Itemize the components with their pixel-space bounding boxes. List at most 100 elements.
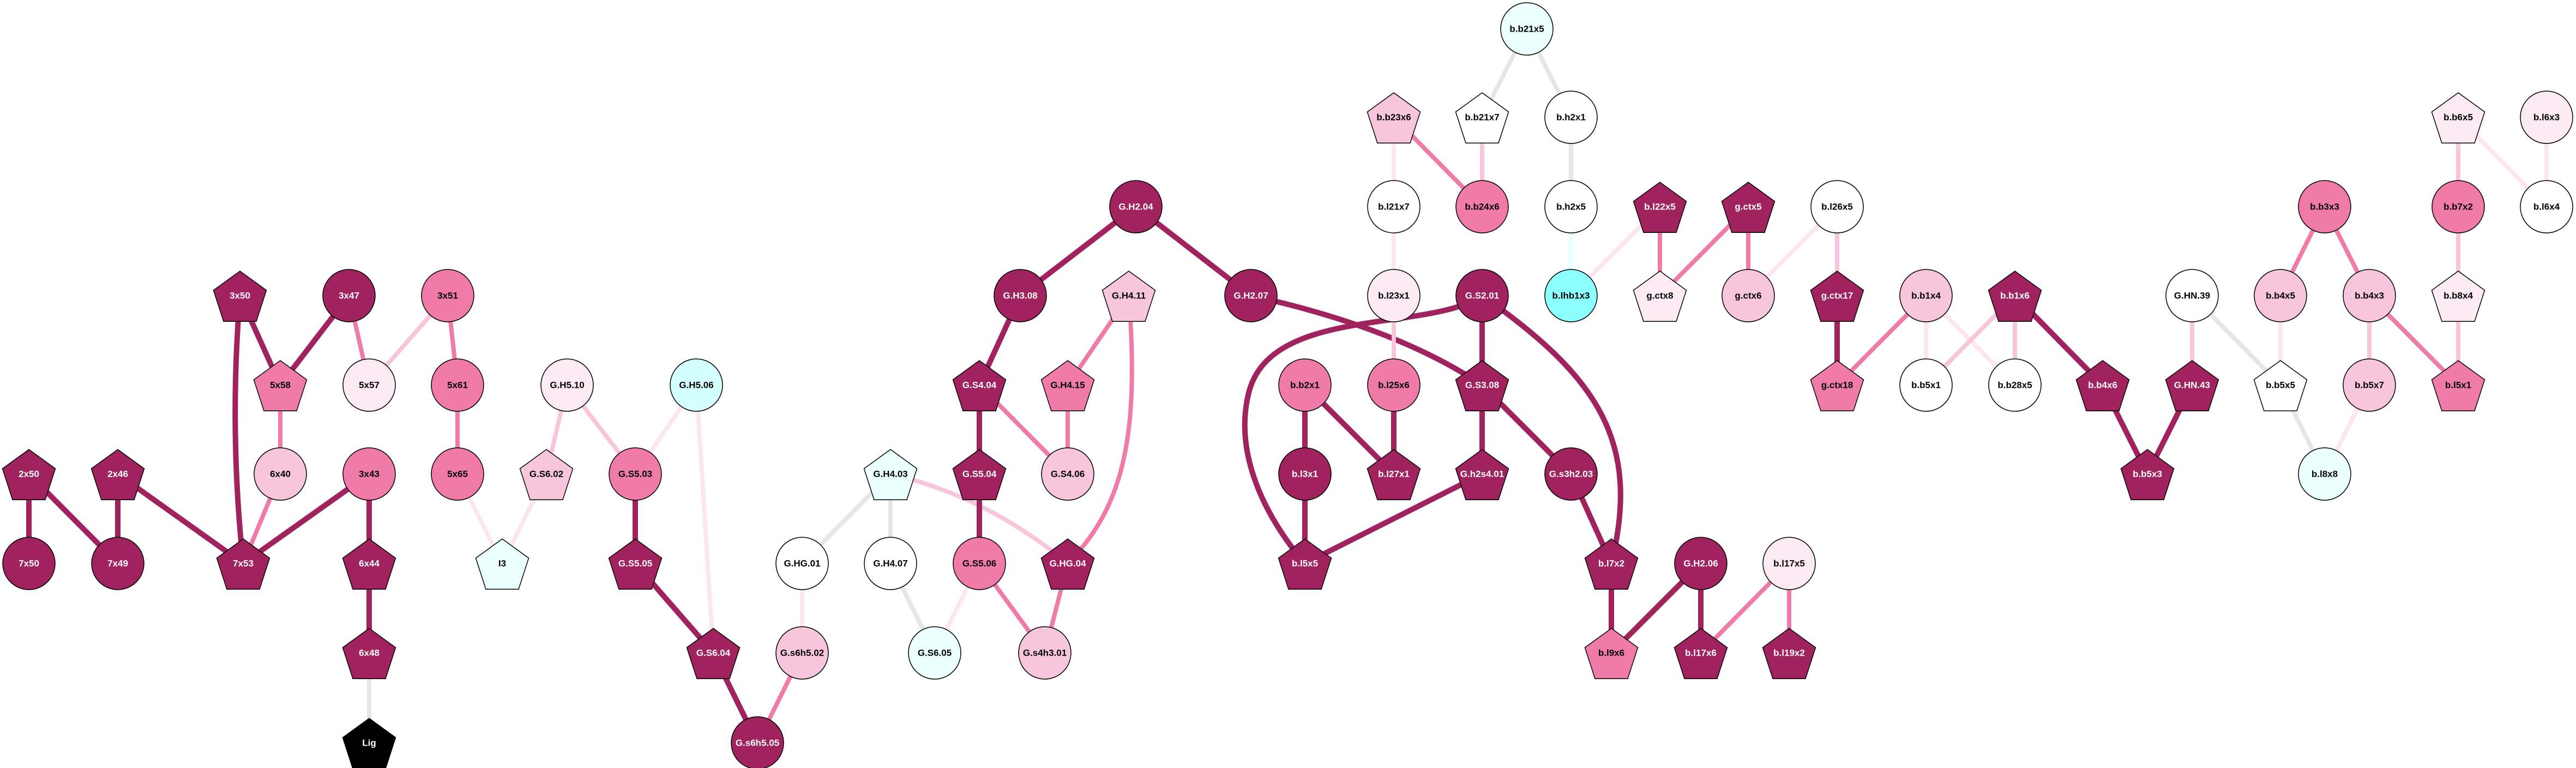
node-b-b4x3[interactable]: b.b4x3 <box>2343 269 2396 322</box>
node-g-hn-39[interactable]: G.HN.39 <box>2165 269 2219 322</box>
node-g-h2-07[interactable]: G.H2.07 <box>1224 269 1278 322</box>
node-b-b5x3[interactable]: b.b5x3 <box>2120 449 2175 501</box>
node-b-b6x5[interactable]: b.b6x5 <box>2431 92 2485 144</box>
node-b-l7x2[interactable]: b.l7x2 <box>1584 538 1639 590</box>
node-g-ctx5[interactable]: g.ctx5 <box>1721 182 1775 233</box>
node-g-h2s4-01[interactable]: G.h2s4.01 <box>1455 449 1509 501</box>
node-b-b7x2[interactable]: b.b7x2 <box>2431 180 2485 233</box>
node-b-lhb1x3[interactable]: b.lhb1x3 <box>1544 269 1598 322</box>
node-g-s6-04[interactable]: G.S6.04 <box>686 628 741 680</box>
node-b-b1x6[interactable]: b.b1x6 <box>1988 271 2042 322</box>
node-b-b1x4[interactable]: b.b1x4 <box>1899 269 1953 322</box>
circle-shape <box>1278 358 1332 412</box>
node-b-h2x5[interactable]: b.h2x5 <box>1544 180 1598 233</box>
node-g-s5-04[interactable]: G.S5.04 <box>952 449 1007 501</box>
node-g-s4h3-01[interactable]: G.s4h3.01 <box>1018 626 1072 680</box>
node-g-s6-05[interactable]: G.S6.05 <box>908 626 961 680</box>
node-g-s2-01[interactable]: G.S2.01 <box>1455 269 1509 322</box>
node-g-s4-04[interactable]: G.S4.04 <box>952 360 1007 412</box>
circle-shape <box>1455 269 1509 322</box>
node-g-h4-07[interactable]: G.H4.07 <box>864 537 917 590</box>
node-b-b3x3[interactable]: b.b3x3 <box>2298 180 2351 233</box>
node-i3[interactable]: I3 <box>475 538 529 590</box>
node-b-b4x5[interactable]: b.b4x5 <box>2254 269 2307 322</box>
node-b-b21x5[interactable]: b.b21x5 <box>1500 2 1554 56</box>
node-7x49[interactable]: 7x49 <box>91 537 145 590</box>
node-b-l6x4[interactable]: b.l6x4 <box>2520 180 2573 233</box>
edge-3x50-7x53 <box>232 295 246 564</box>
node-g-h4-11[interactable]: G.H4.11 <box>1102 271 1156 322</box>
node-g-s5-03[interactable]: G.S5.03 <box>609 447 662 501</box>
edge-g-h2-07-g-s3-08 <box>1250 293 1484 388</box>
node-7x50[interactable]: 7x50 <box>2 537 56 590</box>
node-g-h5-06[interactable]: G.H5.06 <box>670 358 723 412</box>
node-b-l22x5[interactable]: b.l22x5 <box>1633 182 1687 233</box>
node-b-l26x5[interactable]: b.l26x5 <box>1810 180 1864 233</box>
edge-g-s2-01-b-l5x5 <box>1242 293 1484 566</box>
node-5x61[interactable]: 5x61 <box>431 358 484 412</box>
node-b-l8x8[interactable]: b.l8x8 <box>2298 447 2351 501</box>
pentagon-shape <box>91 449 145 501</box>
node-b-l17x5[interactable]: b.l17x5 <box>1762 537 1816 590</box>
circle-shape <box>1544 269 1598 322</box>
node-g-h2-06[interactable]: G.H2.06 <box>1674 537 1728 590</box>
node-b-b24x6[interactable]: b.b24x6 <box>1455 180 1509 233</box>
node-b-b5x1[interactable]: b.b5x1 <box>1899 358 1953 412</box>
node-3x47[interactable]: 3x47 <box>322 269 376 322</box>
node-3x51[interactable]: 3x51 <box>421 269 474 322</box>
circle-shape <box>2343 269 2396 322</box>
node-b-l23x1[interactable]: b.l23x1 <box>1367 269 1421 322</box>
node-lig[interactable]: Lig <box>342 718 396 768</box>
pentagon-shape <box>1455 92 1509 144</box>
node-6x44[interactable]: 6x44 <box>342 538 396 590</box>
node-b-b8x4[interactable]: b.b8x4 <box>2431 271 2485 322</box>
node-6x40[interactable]: 6x40 <box>254 447 307 501</box>
node-g-h3-08[interactable]: G.H3.08 <box>994 269 1047 322</box>
node-g-s4-06[interactable]: G.S4.06 <box>1041 447 1094 501</box>
node-5x58[interactable]: 5x58 <box>253 360 308 412</box>
node-g-s3-08[interactable]: G.S3.08 <box>1455 360 1509 412</box>
circle-shape <box>775 626 829 680</box>
node-b-l3x1[interactable]: b.l3x1 <box>1278 447 1332 501</box>
node-g-h5-10[interactable]: G.H5.10 <box>540 358 594 412</box>
pentagon-shape <box>213 271 267 322</box>
node-b-l19x2[interactable]: b.l19x2 <box>1762 628 1816 680</box>
node-b-l25x6[interactable]: b.l25x6 <box>1367 358 1421 412</box>
pentagon-shape <box>1584 538 1639 590</box>
node-g-ctx17[interactable]: g.ctx17 <box>1810 271 1864 322</box>
node-g-hg-01[interactable]: G.HG.01 <box>775 537 829 590</box>
node-3x50[interactable]: 3x50 <box>213 271 267 322</box>
node-b-l6x3[interactable]: b.l6x3 <box>2520 91 2573 144</box>
pentagon-shape <box>2253 360 2308 412</box>
node-g-s6h5-05[interactable]: G.s6h5.05 <box>731 716 784 768</box>
pentagon-shape <box>2431 271 2485 322</box>
node-g-s5-05[interactable]: G.S5.05 <box>608 538 663 590</box>
node-b-b28x5[interactable]: b.b28x5 <box>1988 358 2042 412</box>
node-g-s6-02[interactable]: G.S6.02 <box>519 449 574 501</box>
node-2x50[interactable]: 2x50 <box>2 449 56 501</box>
circle-shape <box>342 358 396 412</box>
node-g-hn-43[interactable]: G.HN.43 <box>2165 360 2219 412</box>
node-b-l5x5[interactable]: b.l5x5 <box>1278 538 1332 590</box>
node-5x57[interactable]: 5x57 <box>342 358 396 412</box>
node-g-h2-04[interactable]: G.H2.04 <box>1109 180 1163 233</box>
node-g-h4-15[interactable]: G.H4.15 <box>1040 360 1095 412</box>
node-g-s5-06[interactable]: G.S5.06 <box>953 537 1006 590</box>
node-g-ctx6[interactable]: g.ctx6 <box>1722 269 1775 322</box>
node-g-s6h5-02[interactable]: G.s6h5.02 <box>775 626 829 680</box>
circle-shape <box>1278 447 1332 501</box>
node-g-s3h2-03[interactable]: G.s3h2.03 <box>1544 447 1598 501</box>
node-3x43[interactable]: 3x43 <box>342 447 396 501</box>
node-5x65[interactable]: 5x65 <box>431 447 484 501</box>
node-b-b2x1[interactable]: b.b2x1 <box>1278 358 1332 412</box>
pentagon-shape <box>1584 628 1639 680</box>
node-2x46[interactable]: 2x46 <box>91 449 145 501</box>
node-6x48[interactable]: 6x48 <box>342 628 396 680</box>
node-b-h2x1[interactable]: b.h2x1 <box>1544 91 1598 144</box>
node-g-h4-03[interactable]: G.H4.03 <box>863 449 918 501</box>
node-b-l21x7[interactable]: b.l21x7 <box>1367 180 1421 233</box>
node-7x53[interactable]: 7x53 <box>216 538 270 590</box>
node-b-b5x7[interactable]: b.b5x7 <box>2343 358 2396 412</box>
node-b-b23x6[interactable]: b.b23x6 <box>1367 92 1421 144</box>
node-b-b21x7[interactable]: b.b21x7 <box>1455 92 1509 144</box>
